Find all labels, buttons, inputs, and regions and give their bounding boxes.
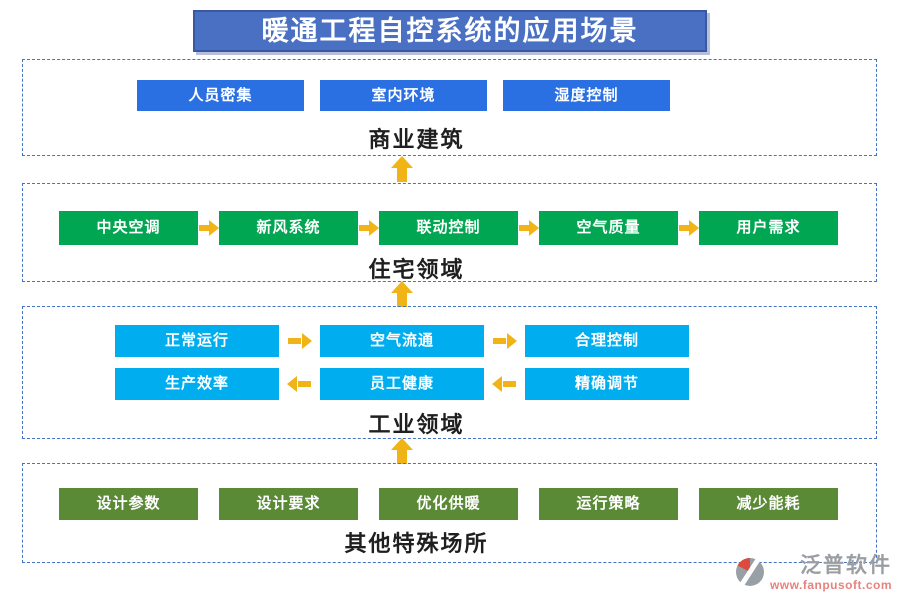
special-node-4: 运行策略: [539, 488, 678, 520]
arrow-right-icon: [518, 220, 539, 236]
up-arrow-icon: [391, 438, 413, 464]
residential-node-3: 联动控制: [379, 211, 518, 245]
commercial-node-2: 室内环境: [320, 80, 487, 111]
arrow-right-icon: [287, 333, 312, 349]
arrow-right-icon: [678, 220, 699, 236]
special-node-3: 优化供暖: [379, 488, 518, 520]
section-commercial-buildings: 人员密集室内环境湿度控制 商业建筑: [22, 59, 877, 156]
up-arrow-icon: [391, 156, 413, 182]
residential-node-5: 用户需求: [699, 211, 838, 245]
up-arrow-icon: [391, 281, 413, 307]
industrial-node-3: 合理控制: [525, 325, 689, 357]
residential-node-4: 空气质量: [539, 211, 678, 245]
special-row-1: 设计参数设计要求优化供暖运行策略减少能耗: [59, 488, 876, 520]
commercial-node-3: 湿度控制: [503, 80, 670, 111]
industrial-row-2: 生产效率 员工健康 精确调节: [115, 368, 876, 400]
industrial-row-1: 正常运行 空气流通 合理控制: [115, 325, 876, 357]
industrial-node-2: 空气流通: [320, 325, 484, 357]
commercial-node-rows: 人员密集室内环境湿度控制: [23, 60, 876, 111]
diagram-title: 暖通工程自控系统的应用场景: [193, 10, 707, 52]
commercial-node-1: 人员密集: [137, 80, 304, 111]
special-node-2: 设计要求: [219, 488, 358, 520]
section-label-special: 其他特殊场所: [344, 531, 489, 556]
arrow-left-icon: [492, 376, 517, 392]
section-residential-field: 中央空调新风系统联动控制空气质量用户需求 住宅领域: [22, 183, 877, 282]
section-label-commercial: 商业建筑: [368, 127, 465, 152]
special-node-5: 减少能耗: [699, 488, 838, 520]
arrow-right-icon: [492, 333, 517, 349]
special-node-rows: 设计参数设计要求优化供暖运行策略减少能耗: [23, 464, 876, 520]
section-label-residential: 住宅领域: [368, 257, 465, 282]
fanpu-company-name: 泛普软件: [800, 554, 892, 577]
residential-node-rows: 中央空调新风系统联动控制空气质量用户需求: [23, 184, 876, 245]
industrial-node-3: 精确调节: [525, 368, 689, 400]
section-label-industrial: 工业领域: [368, 412, 465, 437]
section-other-special-places: 设计参数设计要求优化供暖运行策略减少能耗 其他特殊场所: [22, 463, 877, 563]
residential-node-2: 新风系统: [219, 211, 358, 245]
arrow-right-icon: [358, 220, 379, 236]
section-industrial-field: 正常运行 空气流通 合理控制生产效率 员工健康 精确调节 工业领域: [22, 306, 877, 439]
fanpu-logo-text: 泛普软件 www.fanpusoft.com: [770, 554, 892, 592]
industrial-node-2: 员工健康: [320, 368, 484, 400]
fanpu-website-url: www.fanpusoft.com: [769, 578, 892, 592]
special-node-1: 设计参数: [59, 488, 198, 520]
residential-row-1: 中央空调新风系统联动控制空气质量用户需求: [59, 211, 876, 245]
fanpu-logo-icon: [735, 556, 764, 588]
residential-node-1: 中央空调: [59, 211, 198, 245]
commercial-row-1: 人员密集室内环境湿度控制: [137, 80, 876, 111]
industrial-node-rows: 正常运行 空气流通 合理控制生产效率 员工健康 精确调节: [23, 307, 876, 400]
arrow-left-icon: [287, 376, 312, 392]
industrial-node-1: 生产效率: [115, 368, 279, 400]
fanpu-logo: 泛普软件 www.fanpusoft.com: [734, 554, 892, 592]
industrial-node-1: 正常运行: [115, 325, 279, 357]
arrow-right-icon: [198, 220, 219, 236]
